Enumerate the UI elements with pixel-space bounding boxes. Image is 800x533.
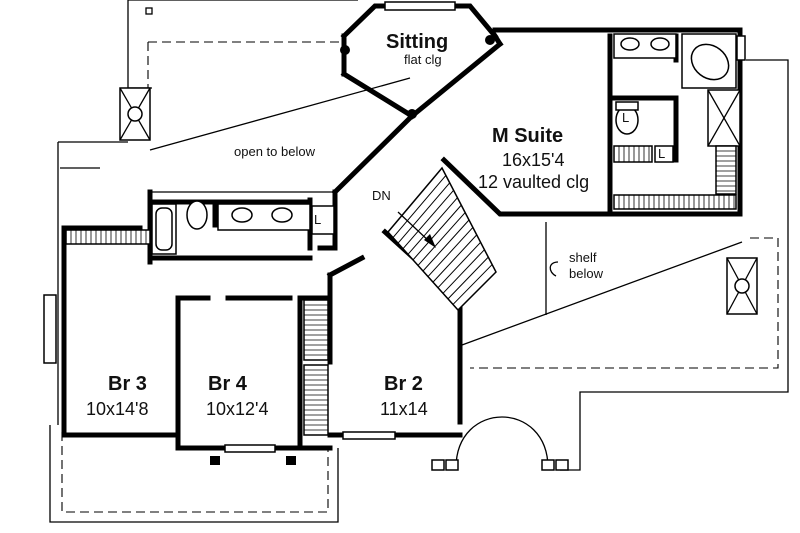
- stair-tread: [447, 256, 489, 300]
- room-name: Br 2: [384, 373, 423, 395]
- roof-outline: [49, 0, 789, 523]
- shelf-label: shelf: [569, 250, 597, 265]
- stair-tread: [437, 241, 481, 289]
- room-name: Br 4: [208, 373, 248, 395]
- linen-label: L: [314, 212, 321, 227]
- vent-right: [726, 257, 758, 315]
- vent-left: [119, 87, 151, 141]
- stair-label: DN: [372, 188, 391, 203]
- stair-tread: [392, 175, 447, 238]
- stair-tread: [402, 189, 454, 250]
- room-name: M Suite: [492, 125, 563, 147]
- open-to-below-label: open to below: [234, 144, 316, 159]
- stair-tread: [417, 212, 466, 266]
- closet-hatching: [70, 146, 736, 431]
- shelf-label-2: below: [569, 266, 604, 281]
- room-note: flat clg: [404, 52, 442, 67]
- room-size: 10x12'4: [206, 399, 269, 419]
- windows: [43, 1, 746, 465]
- bay-arch: [431, 261, 569, 471]
- room-size: 10x14'8: [86, 399, 149, 419]
- stair-tread: [407, 197, 458, 255]
- room-m-suite: M Suite 16x15'4 12 vaulted clg: [478, 125, 589, 192]
- stair-tread: [397, 182, 451, 244]
- closets: [65, 145, 737, 436]
- room-name: Sitting: [386, 31, 448, 53]
- room-note: 12 vaulted clg: [478, 172, 589, 192]
- stair-tread: [422, 219, 470, 272]
- room-br3: Br 3 10x14'8: [86, 373, 149, 419]
- staircase: [387, 166, 497, 312]
- stair-tread: [452, 264, 493, 305]
- room-size: 11x14: [380, 399, 428, 419]
- stair-tread: [427, 227, 474, 277]
- stair-tread: [432, 234, 478, 283]
- linen-label: L: [658, 146, 665, 161]
- stair-tread: [412, 204, 462, 261]
- room-size: 16x15'4: [502, 150, 565, 170]
- bath-fixtures: [151, 33, 741, 255]
- room-br4: Br 4 10x12'4: [206, 373, 269, 419]
- stair-tread: [442, 249, 485, 294]
- room-name: Br 3: [108, 373, 147, 395]
- room-sitting: Sitting flat clg: [386, 31, 448, 67]
- room-br2: Br 2 11x14: [380, 373, 428, 419]
- linen-label: L: [622, 110, 629, 125]
